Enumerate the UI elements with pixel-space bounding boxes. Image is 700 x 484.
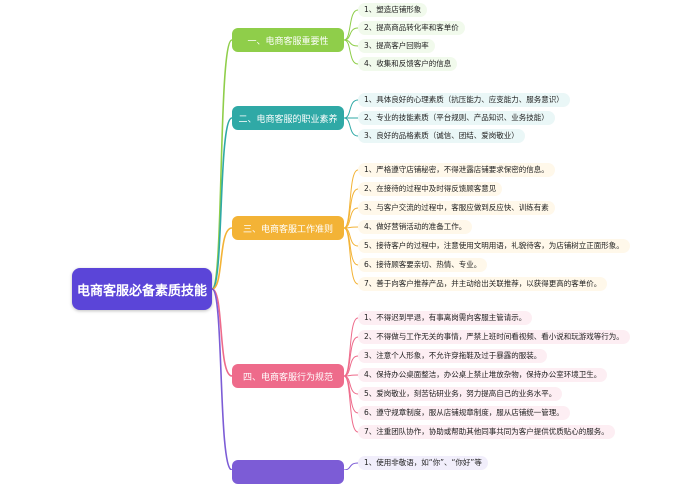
leaf-behavior-4: 4、保持办公桌面整洁，办公桌上禁止堆放杂物，保持办公室环境卫生。 [358,368,608,382]
root-node: 电商客服必备素质技能 [72,268,212,310]
branch-work-rules: 三、电商客服工作准则 [232,216,344,240]
branch-behavior-norms: 四、电商客服行为规范 [232,364,344,388]
leaf-importance-1: 1、塑造店铺形象 [358,3,428,17]
leaf-behavior-7: 7、注重团队协作，协助或帮助其他同事共同为客户提供优质贴心的服务。 [358,425,615,439]
leaf-importance-3: 3、提高客户回购率 [358,39,435,53]
leaf-quality-2: 2、专业的技能素质（平台规则、产品知识、业务技能） [358,111,555,125]
leaf-behavior-2: 2、不得做与工作无关的事情，严禁上班时间看视频、看小说和玩游戏等行为。 [358,330,630,344]
leaf-rules-3: 3、与客户交流的过程中，客服应做到反应快、训练有素 [358,201,555,215]
leaf-behavior-1: 1、不得迟到早退，有事离岗需向客服主管请示。 [358,311,533,325]
branch-five [232,460,344,484]
leaf-rules-2: 2、在接待的过程中及时得反馈顾客意见 [358,182,503,196]
connector-lines [211,9,359,470]
leaf-rules-7: 7、善于向客户推荐产品，并主动给出关联推荐，以获得更高的客单价。 [358,277,608,291]
leaf-rules-6: 6、接待顾客要亲切、热情、专业。 [358,258,488,272]
leaf-quality-1: 1、具体良好的心理素质（抗压能力、应变能力、服务意识） [358,93,570,107]
branch-professional-quality: 二、电商客服的职业素养 [232,106,344,130]
leaf-importance-4: 4、收集和反馈客户的信息 [358,57,458,71]
leaf-quality-3: 3、良好的品格素质（诚信、团结、爱岗敬业） [358,129,525,143]
leaf-rules-5: 5、接待客户的过程中，注意使用文明用语，礼貌待客，为店铺树立正面形象。 [358,239,630,253]
leaf-behavior-5: 5、爱岗敬业，刻苦钻研业务，努力提高自己的业务水平。 [358,387,563,401]
leaf-behavior-6: 6、遵守规章制度，服从店铺规章制度，服从店铺统一管理。 [358,406,570,420]
leaf-importance-2: 2、提高商品转化率和客单价 [358,21,465,35]
leaf-behavior-3: 3、注意个人形象，不允许穿拖鞋及过于暴露的服装。 [358,349,548,363]
leaf-rules-1: 1、严格遵守店铺秘密，不得泄露店铺要求保密的信息。 [358,163,555,177]
branch-importance: 一、电商客服重要性 [232,28,344,52]
leaf-rules-4: 4、做好营销活动的准备工作。 [358,220,473,234]
leaf-five-1: 1、使用非敬语，如“你”、“你好”等 [358,456,488,470]
